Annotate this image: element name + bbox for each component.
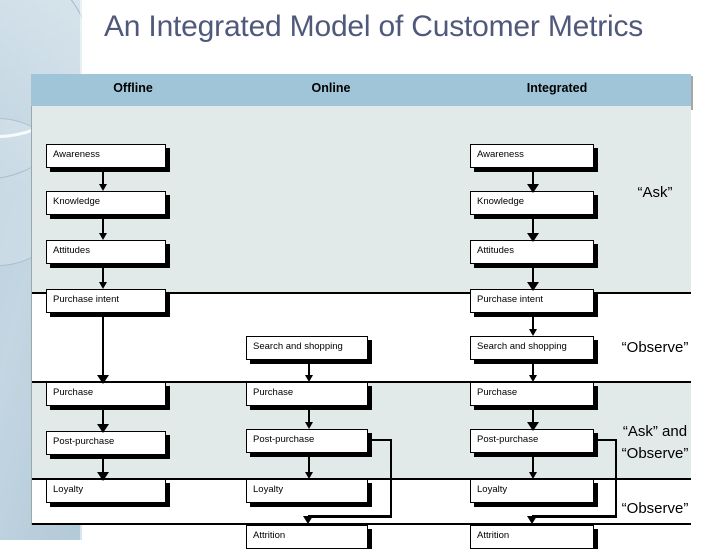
annotation-ask: “Ask”	[637, 184, 673, 201]
box-integrated-loyalty[interactable]: Loyalty	[470, 479, 594, 503]
box-label: Attitudes	[477, 245, 514, 256]
matrix-header-bar: Offline Online Integrated	[31, 74, 691, 108]
box-integrated-post-purchase[interactable]: Post-purchase	[470, 429, 594, 453]
box-online-loyalty[interactable]: Loyalty	[246, 479, 368, 503]
box-offline-awareness[interactable]: Awareness	[46, 144, 166, 168]
box-online-search-shopping[interactable]: Search and shopping	[246, 336, 368, 360]
box-online-attrition[interactable]: Attrition	[246, 525, 368, 549]
box-integrated-knowledge[interactable]: Knowledge	[470, 191, 594, 215]
annotation-observe-attrition: “Observe”	[621, 500, 689, 517]
column-header-integrated: Integrated	[526, 81, 588, 95]
box-label: Post-purchase	[53, 436, 115, 447]
box-integrated-purchase[interactable]: Purchase	[470, 382, 594, 406]
box-integrated-attrition[interactable]: Attrition	[470, 525, 594, 549]
box-integrated-purchase-intent[interactable]: Purchase intent	[470, 289, 594, 313]
box-offline-post-purchase[interactable]: Post-purchase	[46, 431, 166, 455]
box-label: Awareness	[477, 149, 524, 160]
band-divider-4	[32, 523, 691, 525]
box-label: Loyalty	[253, 484, 284, 495]
box-integrated-search-shopping[interactable]: Search and shopping	[470, 336, 594, 360]
box-label: Post-purchase	[253, 434, 315, 445]
annotation-observe-purchase: “Observe”	[621, 339, 689, 356]
box-label: Attrition	[477, 530, 510, 541]
box-label: Post-purchase	[477, 434, 539, 445]
box-integrated-attitudes[interactable]: Attitudes	[470, 240, 594, 264]
box-label: Loyalty	[477, 484, 508, 495]
box-label: Loyalty	[53, 484, 84, 495]
band-divider-1	[32, 292, 691, 294]
box-label: Awareness	[53, 149, 100, 160]
box-label: Knowledge	[477, 196, 525, 207]
box-label: Purchase	[253, 387, 294, 398]
box-label: Search and shopping	[253, 341, 343, 352]
box-label: Purchase intent	[53, 294, 120, 305]
box-offline-attitudes[interactable]: Attitudes	[46, 240, 166, 264]
matrix-body: Awareness Knowledge Attitudes Purchase i…	[31, 106, 691, 549]
box-offline-knowledge[interactable]: Knowledge	[46, 191, 166, 215]
box-integrated-awareness[interactable]: Awareness	[470, 144, 594, 168]
box-label: Purchase	[53, 387, 94, 398]
box-label: Purchase	[477, 387, 518, 398]
page-title: An Integrated Model of Customer Metrics	[104, 10, 644, 43]
box-online-purchase[interactable]: Purchase	[246, 382, 368, 406]
box-online-post-purchase[interactable]: Post-purchase	[246, 429, 368, 453]
box-label: Search and shopping	[477, 341, 567, 352]
metrics-matrix: Offline Online Integrated Awareness Know…	[31, 74, 691, 549]
box-label: Knowledge	[53, 196, 101, 207]
annotation-and-observe: “Observe”	[621, 445, 689, 462]
column-header-offline: Offline	[113, 81, 153, 95]
box-offline-purchase-intent[interactable]: Purchase intent	[46, 289, 166, 313]
box-label: Attitudes	[53, 245, 90, 256]
box-label: Purchase intent	[477, 294, 544, 305]
box-label: Attrition	[253, 530, 286, 541]
annotation-ask-and: “Ask” and	[622, 423, 688, 440]
box-offline-loyalty[interactable]: Loyalty	[46, 479, 166, 503]
box-offline-purchase[interactable]: Purchase	[46, 382, 166, 406]
column-header-online: Online	[311, 81, 351, 95]
